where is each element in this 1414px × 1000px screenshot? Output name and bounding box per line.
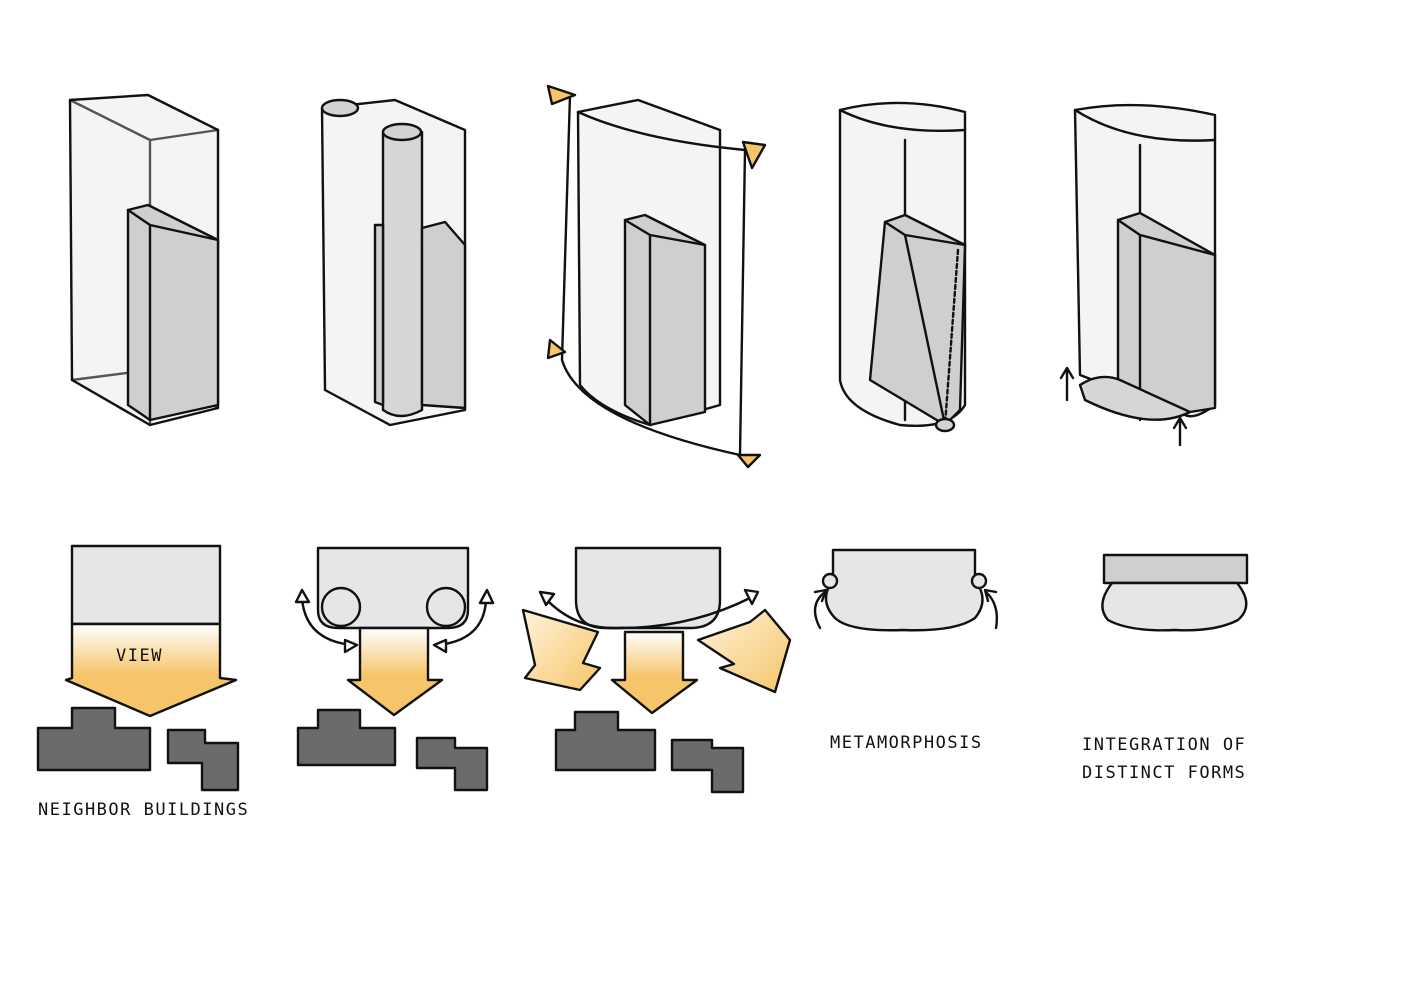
plan-4-node-right xyxy=(970,572,988,590)
rotate-marker-bottom-right xyxy=(736,453,762,469)
tower-3-slab xyxy=(623,213,707,427)
plan-3-view-center xyxy=(610,630,699,715)
plan-1-building xyxy=(70,544,222,626)
neighbor-buildings-label: NEIGHBOR BUILDINGS xyxy=(38,800,249,820)
rotate-marker-top-right xyxy=(741,140,767,170)
tower-2-slab xyxy=(420,220,467,410)
massing-integration-5 xyxy=(1059,103,1217,447)
rotate-marker-bottom-left xyxy=(546,338,567,360)
plan-4-building xyxy=(824,548,984,632)
plan-3-building xyxy=(574,546,722,630)
integration-label-line2: DISTINCT FORMS xyxy=(1082,763,1246,783)
neighbor-b-1 xyxy=(166,728,240,792)
plan-1: VIEW NEIGHBOR BUILDINGS xyxy=(36,544,249,820)
plan-2-view-arrow xyxy=(346,626,444,717)
plan-3-view-left xyxy=(521,608,602,692)
plan-2-cylinder-left xyxy=(320,586,362,628)
tower-4-slab xyxy=(868,213,967,427)
tower-5-base-plate xyxy=(1078,375,1192,421)
plan-3 xyxy=(521,546,792,794)
plan-2 xyxy=(294,546,495,792)
lift-arrow-right xyxy=(1172,416,1188,447)
plan-5: INTEGRATION OF DISTINCT FORMS xyxy=(1082,553,1249,783)
plan-4: METAMORPHOSIS xyxy=(813,548,999,753)
plan-2-cylinder-right xyxy=(425,586,467,628)
plan-3-view-right xyxy=(696,608,792,694)
neighbor-b-2 xyxy=(415,736,489,792)
cylinder-center-top xyxy=(381,122,423,142)
plan-5-upper-slab xyxy=(1102,553,1249,585)
neighbor-a-1 xyxy=(36,706,152,772)
massing-box-1 xyxy=(68,93,220,427)
metamorphosis-label: METAMORPHOSIS xyxy=(830,733,983,753)
neighbor-a-2 xyxy=(296,708,397,767)
cylinder-left-top xyxy=(320,98,360,118)
tower-4-seam xyxy=(943,248,960,427)
neighbor-b-3 xyxy=(670,738,745,794)
plan-4-node-left xyxy=(821,572,839,590)
lift-arrow-left xyxy=(1059,366,1075,402)
plan-5-lower-form xyxy=(1101,581,1248,632)
view-arrow xyxy=(64,622,238,718)
rotate-marker-top-left xyxy=(546,84,577,106)
massing-curved-3 xyxy=(546,84,767,469)
integration-label-line1: INTEGRATION OF xyxy=(1082,735,1246,755)
tower-4-base-node xyxy=(934,417,956,433)
massing-morph-4 xyxy=(838,101,967,433)
view-label: VIEW xyxy=(116,646,163,666)
neighbor-a-3 xyxy=(554,710,657,772)
massing-cylinders-2 xyxy=(320,98,467,427)
